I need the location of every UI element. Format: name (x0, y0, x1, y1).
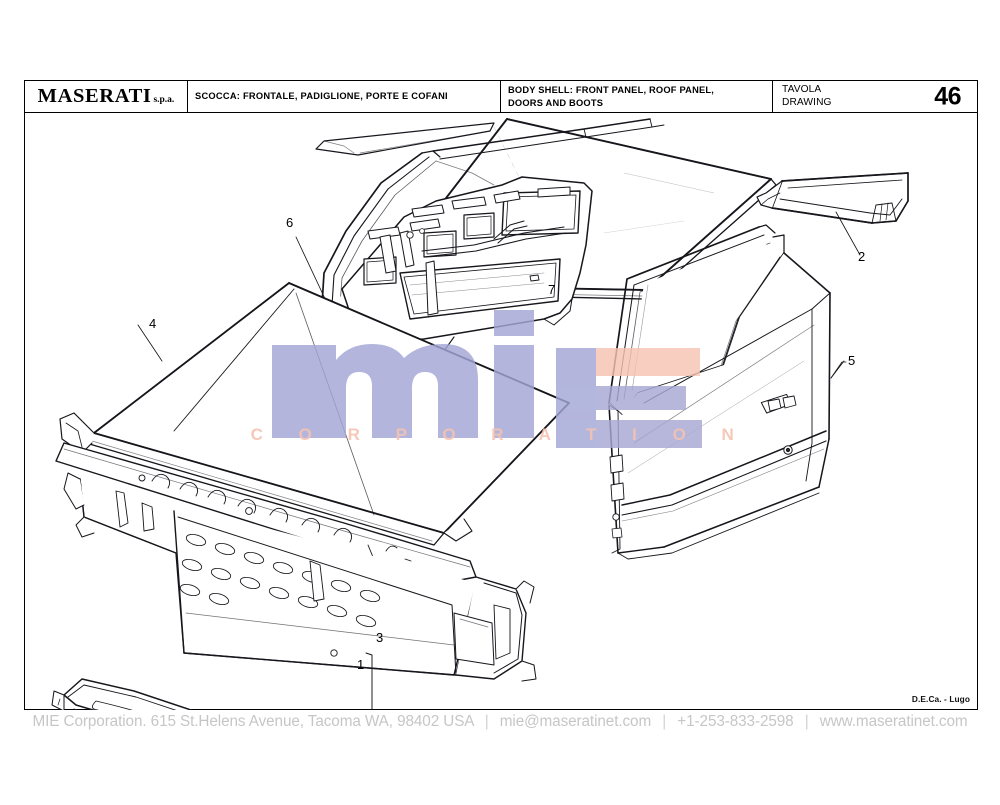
footer-separator-3: | (804, 713, 809, 730)
callout-number-5: 5 (848, 353, 856, 368)
title-english-line-2: DOORS AND BOOTS (508, 97, 604, 108)
part-bumper-reinforcement (51, 678, 194, 710)
title-block: MASERATI s.p.a. SCOCCA: FRONTALE, PADIGL… (24, 80, 978, 113)
title-english-line-1: BODY SHELL: FRONT PANEL, ROOF PANEL, (508, 85, 715, 96)
callout-leader-2 (835, 211, 861, 256)
callout-leader-3 (365, 652, 373, 710)
drawing-labels: TAVOLA DRAWING (782, 84, 832, 110)
callout-number-4: 4 (149, 316, 157, 331)
callout-leader-4 (137, 324, 163, 362)
footer-email[interactable]: mie@maseratinet.com (499, 713, 652, 730)
footer-contact-bar: MIE Corporation. 615 St.Helens Avenue, T… (0, 713, 1000, 731)
technical-illustration (24, 113, 978, 710)
drawing-label-english: DRAWING (782, 96, 832, 108)
draughtsman-credit: D.E.Ca. - Lugo (911, 694, 970, 704)
title-italian-cell: SCOCCA: FRONTALE, PADIGLIONE, PORTE E CO… (188, 81, 501, 112)
title-italian: SCOCCA: FRONTALE, PADIGLIONE, PORTE E CO… (195, 90, 448, 101)
drawing-label-italian: TAVOLA (782, 83, 822, 95)
drawing-number: 46 (934, 82, 961, 110)
callout-leader-5 (830, 360, 847, 379)
callout-number-6: 6 (286, 215, 294, 230)
callout-number-7: 7 (548, 282, 556, 297)
brand-cell: MASERATI s.p.a. (25, 81, 188, 112)
brand-suffix: s.p.a. (153, 95, 175, 106)
part-front-panel-assembly (55, 442, 537, 682)
footer-phone: +1-253-833-2598 (677, 713, 794, 730)
callout-number-3: 3 (376, 630, 384, 645)
footer-website[interactable]: www.maseratinet.com (819, 713, 968, 730)
footer-separator-2: | (662, 713, 667, 730)
callout-number-2: 2 (858, 249, 866, 264)
callout-leader-6 (295, 236, 328, 304)
part-boot-panel (756, 172, 909, 224)
title-english-cell: BODY SHELL: FRONT PANEL, ROOF PANEL, DOO… (501, 81, 773, 112)
brand-name: MASERATI (37, 85, 152, 108)
callout-number-1: 1 (357, 657, 365, 672)
drawing-number-cell: TAVOLA DRAWING 46 (773, 81, 977, 112)
title-english: BODY SHELL: FRONT PANEL, ROOF PANEL, DOO… (508, 84, 714, 109)
footer-company: MIE Corporation. 615 St.Helens Avenue, T… (32, 713, 474, 730)
footer-separator-1: | (484, 713, 489, 730)
